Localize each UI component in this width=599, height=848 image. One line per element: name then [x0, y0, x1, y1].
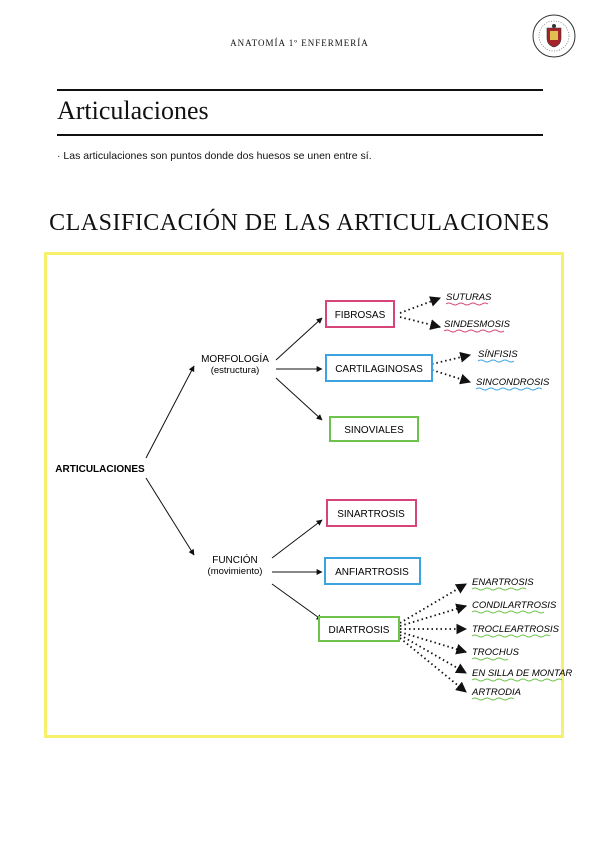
sinoviales-box — [329, 416, 419, 442]
condilartrosis-underline — [471, 610, 545, 614]
diagram-frame — [44, 252, 564, 738]
cartilaginosas-box — [325, 354, 433, 382]
sinfisis-label: SÍNFISIS — [478, 349, 518, 360]
trochus-label: TROCHUS — [472, 647, 520, 658]
condilartrosis-label: CONDILARTROSIS — [472, 600, 557, 611]
anfiartrosis-box — [324, 557, 421, 585]
funcion-sub: (movimiento) — [208, 566, 263, 577]
morfologia-label: MORFOLOGÍA — [201, 352, 269, 365]
artrodia-label: ARTRODIA — [471, 687, 521, 698]
diartrosis-label: DIARTROSIS — [329, 625, 390, 636]
top-rule — [57, 89, 543, 91]
sincondrosis-underline — [475, 387, 543, 391]
fibrosas-label: FIBROSAS — [335, 310, 386, 321]
section-title: CLASIFICACIÓN DE LAS ARTICULACIONES — [49, 210, 550, 236]
bottom-rule — [57, 134, 543, 136]
sinoviales-label: SINOVIALES — [344, 425, 404, 436]
sincondrosis-label: SINCONDROSIS — [476, 377, 550, 388]
fibrosas-box — [325, 300, 395, 328]
sinartrosis-label: SINARTROSIS — [337, 509, 405, 520]
cartilaginosas-label: CARTILAGINOSAS — [335, 364, 423, 375]
funcion-label: FUNCIÓN — [212, 553, 258, 566]
page-title: Articulaciones — [57, 96, 209, 125]
trocleartrosis-label: TROCLEARTROSIS — [472, 624, 560, 635]
suturas-underline — [445, 302, 489, 306]
trocleartrosis-underline — [471, 634, 551, 638]
suturas-label: SUTURAS — [446, 292, 492, 303]
silla-montar-label: EN SILLA DE MONTAR — [472, 668, 572, 679]
diartrosis-box — [318, 616, 400, 642]
sindesmosis-underline — [443, 329, 505, 333]
root-label: ARTICULACIONES — [55, 464, 145, 475]
morfologia-sub: (estructura) — [211, 365, 260, 376]
anfiartrosis-label: ANFIARTROSIS — [335, 567, 409, 578]
sinartrosis-box — [326, 499, 417, 527]
university-seal-icon — [532, 14, 576, 58]
course-header: ANATOMÍA 1º ENFERMERÍA — [230, 38, 369, 48]
silla-montar-underline — [471, 678, 563, 682]
intro-text: · Las articulaciones son puntos donde do… — [57, 150, 372, 162]
enartrosis-underline — [471, 587, 527, 591]
sinfisis-underline — [477, 359, 515, 363]
artrodia-underline — [471, 697, 515, 701]
trochus-underline — [471, 657, 509, 661]
enartrosis-label: ENARTROSIS — [472, 577, 534, 588]
sindesmosis-label: SINDESMOSIS — [444, 319, 511, 330]
